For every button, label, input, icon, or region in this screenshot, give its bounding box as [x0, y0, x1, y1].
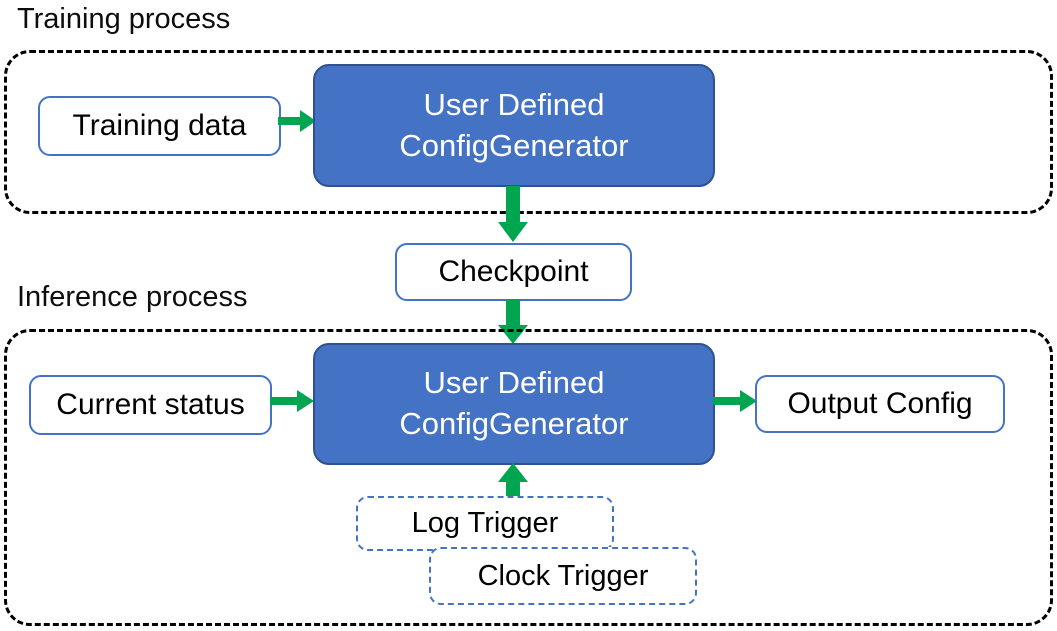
node-training-data[interactable]: Training data	[38, 96, 281, 156]
training-process-caption: Training process	[17, 3, 231, 35]
node-output-config[interactable]: Output Config	[755, 375, 1005, 433]
training-process-group	[4, 50, 1053, 214]
inference-process-caption: Inference process	[17, 281, 248, 313]
node-checkpoint[interactable]: Checkpoint	[395, 243, 632, 301]
trigger-clock[interactable]: Clock Trigger	[429, 547, 697, 605]
inference-process-group	[4, 329, 1053, 626]
process-label-line1: User Defined	[423, 86, 605, 122]
trigger-log[interactable]: Log Trigger	[356, 496, 614, 551]
arrow-process-to-output-config-icon	[713, 388, 759, 414]
arrow-checkpoint-to-inference-process-icon	[497, 299, 529, 346]
arrow-triggers-to-process-icon	[497, 463, 529, 503]
process-label-line2: ConfigGenerator	[399, 127, 629, 163]
arrow-current-status-to-process-icon	[270, 388, 316, 414]
arrow-process-to-checkpoint-icon	[497, 186, 529, 244]
process-user-defined-config-generator-training[interactable]: User Defined ConfigGenerator	[313, 64, 715, 187]
node-current-status[interactable]: Current status	[29, 375, 272, 435]
process-label-line1: User Defined	[423, 365, 605, 401]
arrow-training-data-to-process-icon	[278, 108, 318, 134]
process-user-defined-config-generator-inference[interactable]: User Defined ConfigGenerator	[313, 343, 715, 465]
process-label-line2: ConfigGenerator	[399, 406, 629, 441]
